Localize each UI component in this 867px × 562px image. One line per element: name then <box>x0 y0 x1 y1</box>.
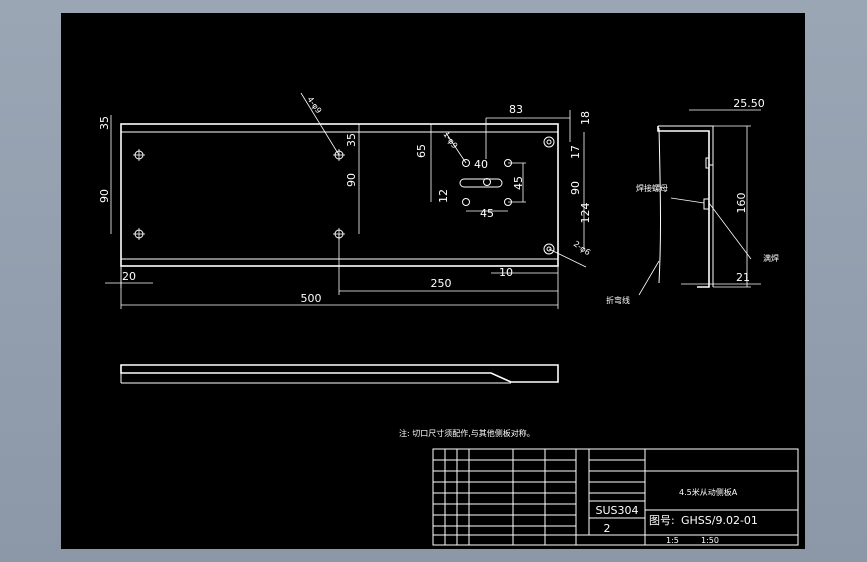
dim-40: 40 <box>474 158 488 171</box>
side-profile <box>657 126 710 288</box>
drawing-note: 注: 切口尺寸须配作,与其他侧板对称。 <box>399 428 535 438</box>
callout-2-holes: 2-φ6 <box>572 239 592 257</box>
drawing-canvas: 35 90 35 90 500 250 10 20 83 18 65 40 45… <box>98 92 799 546</box>
mounting-holes <box>133 136 555 255</box>
drawing-number: GHSS/9.02-01 <box>681 514 758 527</box>
title-block: SUS304 2 4.5米从动侧板A 图号: GHSS/9.02-01 1:5 … <box>432 448 799 546</box>
drawing-sheet: 35 90 35 90 500 250 10 20 83 18 65 40 45… <box>61 13 805 549</box>
dim-65: 65 <box>415 144 428 158</box>
section-view <box>120 364 559 384</box>
material-value: SUS304 <box>595 504 638 517</box>
note-full-weld: 满焊 <box>763 253 779 263</box>
sheet-value: 1:50 <box>701 536 719 545</box>
dim-25-50: 25.50 <box>733 97 765 110</box>
side-view: 25.50 160 21 焊接螺母 满焊 折弯线 <box>606 97 779 305</box>
dim-17: 17 <box>569 145 582 159</box>
dim-10: 10 <box>499 266 513 279</box>
callout-1-hole: 1-φ9 <box>441 130 459 150</box>
dim-160: 160 <box>735 193 748 214</box>
section-profile <box>120 364 559 383</box>
dim-90-mid: 90 <box>345 173 358 187</box>
slot-cutout <box>459 178 503 188</box>
dim-90-right: 90 <box>569 181 582 195</box>
dim-35-left: 35 <box>98 116 111 130</box>
dim-35-mid: 35 <box>345 133 358 147</box>
drawing-label: 图号: <box>649 514 675 527</box>
dim-18: 18 <box>579 111 592 125</box>
dim-124: 124 <box>579 203 592 224</box>
dim-12: 12 <box>437 189 450 203</box>
quantity-value: 2 <box>604 522 611 535</box>
dim-45-horizontal: 45 <box>480 207 494 220</box>
dim-45-vertical: 45 <box>512 176 525 190</box>
dim-20: 20 <box>122 270 136 283</box>
note-bend-line: 折弯线 <box>606 295 630 305</box>
note-weld-nut: 焊接螺母 <box>636 183 668 193</box>
plate-outline <box>120 123 559 267</box>
part-name: 4.5米从动侧板A <box>679 487 738 497</box>
dim-500: 500 <box>301 292 322 305</box>
dim-83: 83 <box>509 103 523 116</box>
dim-90-left: 90 <box>98 189 111 203</box>
dim-21: 21 <box>736 271 750 284</box>
scale-value: 1:5 <box>666 536 679 545</box>
dim-250: 250 <box>431 277 452 290</box>
front-view: 35 90 35 90 500 250 10 20 83 18 65 40 45… <box>98 92 592 309</box>
